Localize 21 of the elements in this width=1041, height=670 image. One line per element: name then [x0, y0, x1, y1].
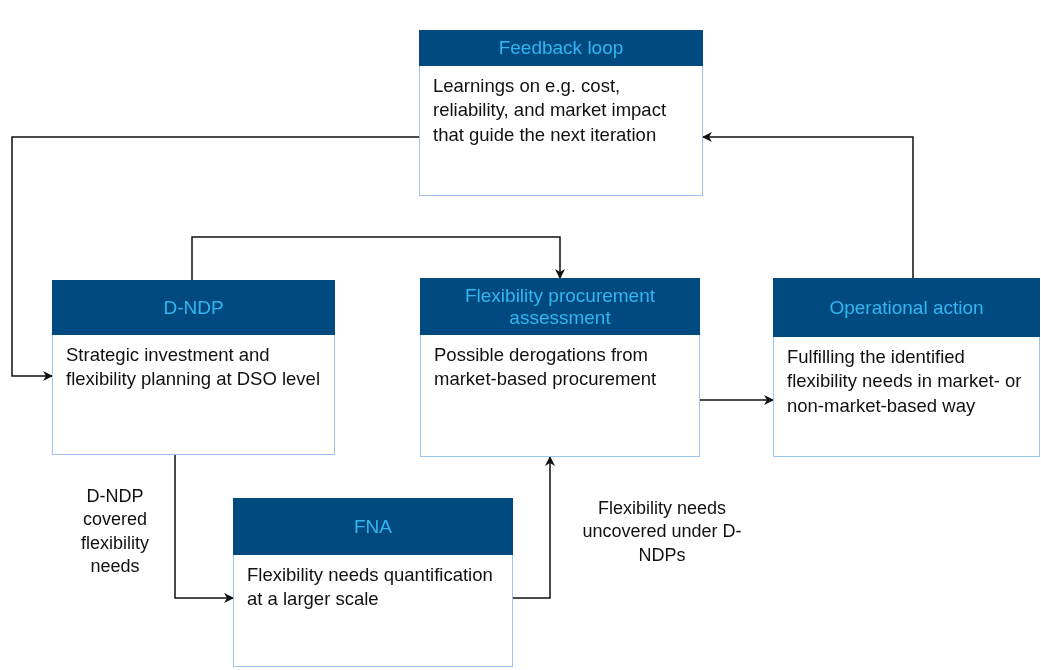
card-header: Flexibility procurement assessment — [420, 278, 700, 335]
card-text: Possible derogations from market-based procurement — [420, 335, 700, 457]
arrow — [11, 136, 420, 381]
card-text: Learnings on e.g. cost, reliability, and market impact that guide the next iteration — [419, 66, 703, 196]
arrow — [512, 456, 555, 599]
process-card — [773, 278, 1040, 457]
card-text: Flexibility needs quantification at a larger scale — [233, 555, 513, 667]
card-header: D-NDP — [52, 280, 335, 335]
process-card — [233, 498, 513, 667]
arrow — [702, 132, 914, 279]
arrow — [174, 454, 234, 603]
process-card — [52, 280, 335, 455]
arrow — [699, 395, 774, 405]
card-header: Feedback loop — [419, 30, 703, 66]
card-text: Strategic investment and flexibility planning at DSO level — [52, 335, 335, 455]
card-header: FNA — [233, 498, 513, 555]
arrow — [191, 236, 565, 281]
card-text: Fulfilling the identified flexibility needs in market- or non-market-based way — [773, 337, 1040, 457]
process-card — [419, 30, 703, 196]
process-card — [420, 278, 700, 457]
card-header: Operational action — [773, 278, 1040, 337]
